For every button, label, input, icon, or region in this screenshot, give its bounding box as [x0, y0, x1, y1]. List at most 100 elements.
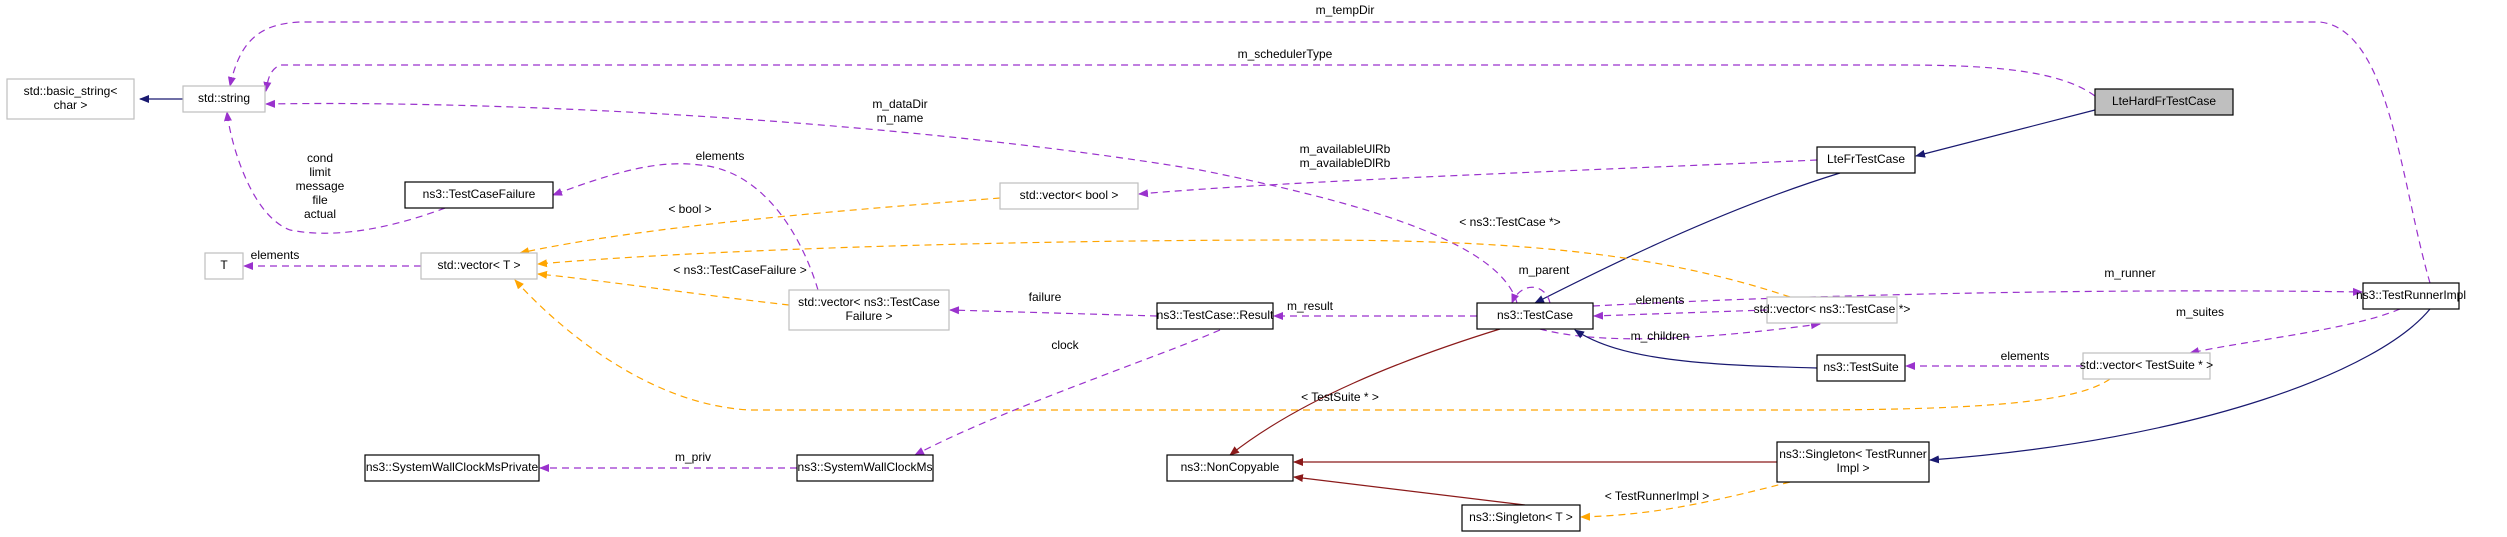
edge-vec_tcf-to-vec_T	[537, 270, 790, 306]
edge-singleton_T-to-noncopy	[1293, 474, 1526, 506]
edge-vec_bool-to-vec_T	[519, 197, 1001, 256]
edge-label-vec_tcp-to-testcase: elements	[1636, 293, 1685, 307]
node-box[interactable]	[999, 182, 1139, 210]
node-label: ns3::TestSuite	[1823, 360, 1899, 374]
node-label: ns3::SystemWallClockMsPrivate	[366, 460, 539, 474]
node-box[interactable]	[364, 454, 540, 482]
node-lte_fr[interactable]: LteFrTestCase	[1816, 146, 1916, 174]
node-vec_bool[interactable]: std::vector< bool >	[999, 182, 1139, 210]
edge-lte_hard-to-string	[263, 64, 2096, 97]
node-box[interactable]	[1816, 354, 1906, 382]
node-box[interactable]	[1816, 146, 1916, 174]
node-box[interactable]	[182, 85, 266, 113]
node-testcase[interactable]: ns3::TestCase	[1476, 302, 1594, 330]
edge-label-vec_bool-to-vec_T: < bool >	[668, 202, 711, 216]
edge-label-vec_tcf-to-vec_T: < ns3::TestCaseFailure >	[673, 263, 806, 277]
edge-label-testcase-to-testcase: m_parent	[1519, 263, 1570, 277]
node-label: std::vector< TestSuite * >	[2080, 358, 2213, 372]
edge-testcase-to-vec_tcp	[1539, 321, 1821, 340]
edge-label-vec_T-to-T: elements	[251, 248, 300, 262]
node-label: ns3::TestCaseFailure	[423, 187, 536, 201]
node-tcfailure[interactable]: ns3::TestCaseFailure	[404, 181, 554, 209]
node-box[interactable]	[1776, 441, 1930, 483]
node-label: std::vector< T >	[438, 258, 521, 272]
edge-tcfailure-to-string	[223, 111, 446, 234]
node-box[interactable]	[1166, 454, 1294, 482]
edge-label-vec_tcp-to-vec_T: < ns3::TestCase *>	[1459, 215, 1560, 229]
edge-label-vec_tcf-to-tcfailure: elements	[696, 149, 745, 163]
edge-vec_tcf-to-tcfailure	[552, 163, 819, 291]
node-label: std::basic_string<char >	[24, 84, 118, 112]
node-box[interactable]	[788, 289, 950, 331]
node-swcp[interactable]: ns3::SystemWallClockMsPrivate	[364, 454, 540, 482]
node-swc[interactable]: ns3::SystemWallClockMs	[796, 454, 934, 482]
node-box[interactable]	[420, 252, 538, 280]
node-box[interactable]	[1476, 302, 1594, 330]
node-box[interactable]	[204, 252, 244, 280]
edge-lte_fr-to-vec_bool	[1138, 159, 1818, 198]
edge-label-result-to-swc: clock	[1051, 338, 1079, 352]
edge-label-lte_hard-to-string: m_schedulerType	[1238, 47, 1333, 61]
edge-result-to-vec_tcf	[949, 306, 1158, 317]
edge-lte_fr-to-testcase	[1534, 172, 1841, 304]
node-label: ns3::TestCase::Result	[1157, 308, 1274, 322]
node-box[interactable]	[2362, 282, 2460, 310]
node-box[interactable]	[2094, 88, 2234, 116]
node-box[interactable]	[796, 454, 934, 482]
node-lte_hard[interactable]: LteHardFrTestCase	[2094, 88, 2234, 116]
edge-runner-to-string	[228, 21, 2431, 284]
node-box[interactable]	[404, 181, 554, 209]
node-box[interactable]	[1461, 504, 1581, 532]
node-suite[interactable]: ns3::TestSuite	[1816, 354, 1906, 382]
node-label: LteHardFrTestCase	[2112, 94, 2216, 108]
edge-runner-to-singleton_tr	[1929, 308, 2431, 464]
node-vec_T[interactable]: std::vector< T >	[420, 252, 538, 280]
node-vec_ts[interactable]: std::vector< TestSuite * >	[2080, 352, 2213, 380]
edge-label-swc-to-swcp: m_priv	[675, 450, 711, 464]
edge-testcase-to-testcase	[1511, 286, 1551, 304]
edge-vec_tcp-to-vec_T	[537, 239, 1791, 298]
edge-label-vec_ts-to-suite: elements	[2001, 349, 2050, 363]
node-label: ns3::TestCase	[1497, 308, 1573, 322]
edge-vec_ts-to-vec_T	[514, 279, 2111, 411]
edge-label-testcase-to-runner: m_runner	[2104, 266, 2155, 280]
edge-label-vec_ts-to-vec_T: < TestSuite * >	[1301, 390, 1379, 404]
node-basic_string[interactable]: std::basic_string<char >	[6, 78, 135, 120]
node-box[interactable]	[6, 78, 135, 120]
node-label: ns3::TestRunnerImpl	[2356, 288, 2466, 302]
edge-result-to-swc	[914, 329, 1221, 456]
edge-label-testcase-to-vec_tcp: m_children	[1631, 329, 1690, 343]
node-noncopy[interactable]: ns3::NonCopyable	[1166, 454, 1294, 482]
node-label: std::vector< bool >	[1020, 188, 1119, 202]
node-singleton_T[interactable]: ns3::Singleton< T >	[1461, 504, 1581, 532]
node-box[interactable]	[2082, 352, 2211, 380]
node-T[interactable]: T	[204, 252, 244, 280]
node-label: std::string	[198, 91, 250, 105]
node-label: std::vector< ns3::TestCase *>	[1754, 302, 1911, 316]
node-box[interactable]	[1766, 296, 1898, 324]
node-label: T	[220, 258, 228, 272]
edge-lte_hard-to-lte_fr	[1915, 109, 2096, 158]
node-vec_tcp[interactable]: std::vector< ns3::TestCase *>	[1754, 296, 1911, 324]
edge-testcase-to-runner	[1592, 287, 2363, 307]
edge-label-runner-to-string: m_tempDir	[1316, 3, 1375, 17]
node-result[interactable]: ns3::TestCase::Result	[1156, 302, 1274, 330]
edge-testcase-to-noncopy	[1229, 328, 1501, 456]
edge-label-singleton_tr-to-singleton_T: < TestRunnerImpl >	[1605, 489, 1710, 503]
node-runner[interactable]: ns3::TestRunnerImpl	[2356, 282, 2466, 310]
node-label: ns3::Singleton< T >	[1469, 510, 1573, 524]
edge-label-testcase-to-result: m_result	[1287, 299, 1334, 313]
node-box[interactable]	[1156, 302, 1274, 330]
node-string[interactable]: std::string	[182, 85, 266, 113]
node-label: LteFrTestCase	[1827, 152, 1905, 166]
edge-label-runner-to-vec_ts: m_suites	[2176, 305, 2224, 319]
edge-label-result-to-vec_tcf: failure	[1029, 290, 1062, 304]
